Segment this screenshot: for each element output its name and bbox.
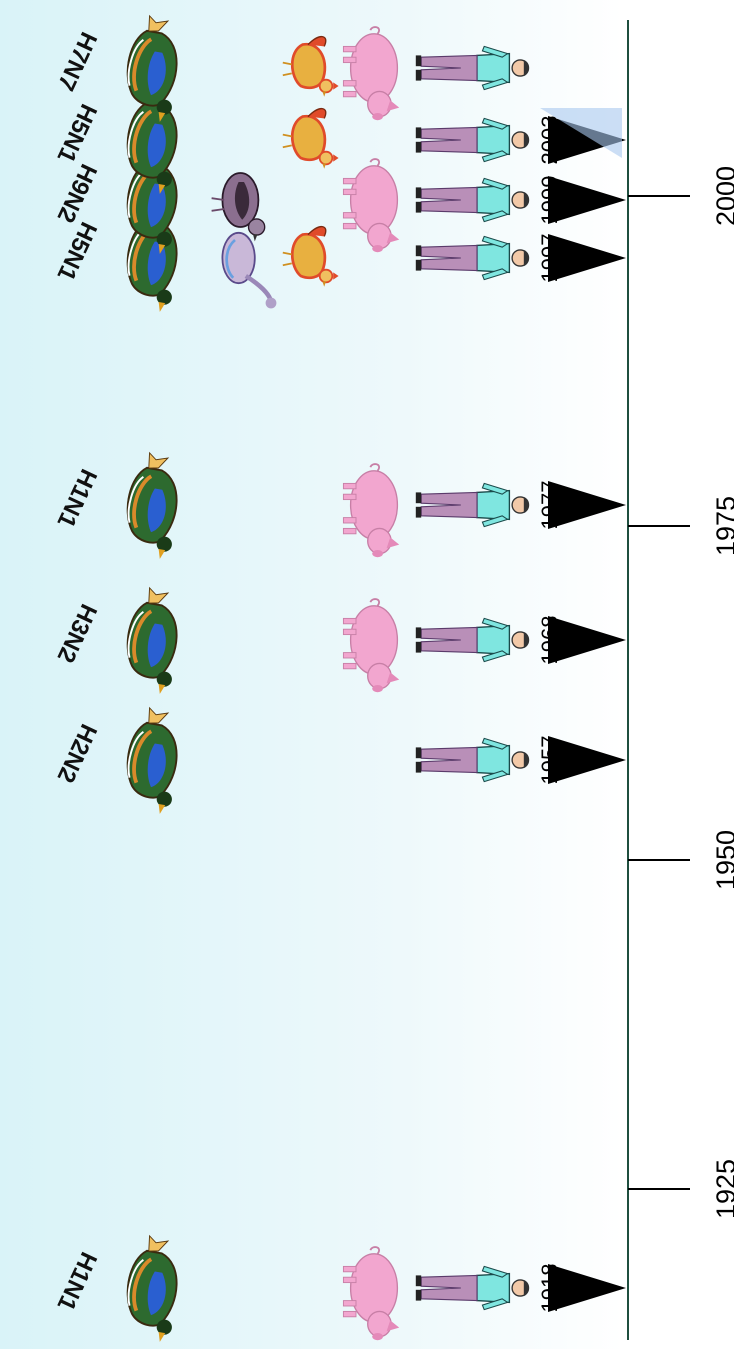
human-icon [415,617,530,663]
timeline-axis: 1925 1950 1975 2000 [627,20,734,1340]
pig-icon [342,598,400,693]
subtype-label: H7N7 [52,28,102,95]
human-icon [415,1265,530,1311]
marker-triangle-icon [540,108,622,158]
pig-icon [342,158,400,253]
event-year-label: 1977 [537,481,562,530]
subtype-label: H5N1 [52,100,102,167]
event-year-label: 1999 [537,176,562,225]
wild-bird-icon [221,231,277,309]
marker-triangle-icon [548,616,626,664]
event-year-label: 1997 [537,234,562,283]
event-group: 1918 H1N1 [52,1234,626,1342]
axis-tick-label: 1925 [711,1159,734,1219]
human-icon [415,45,530,91]
pig-icon [342,1246,400,1341]
chicken-icon [282,108,339,169]
marker-triangle-icon [548,1264,626,1312]
human-icon [415,482,530,528]
event-group: 1977 H1N1 [52,451,626,559]
subtype-label: H9N2 [52,160,102,227]
duck-icon [126,451,178,559]
subtype-label: H3N2 [52,600,102,667]
duck-icon [126,14,178,122]
duck-icon [126,86,178,194]
marker-triangle-icon [548,176,626,224]
human-icon [415,177,530,223]
axis-tick-label: 1950 [711,830,734,890]
marker-triangle-icon [548,234,626,282]
event-year-label: 1957 [537,736,562,785]
quail-icon [211,172,266,242]
axis-tick-label: 2000 [711,166,734,226]
subtype-label: H2N2 [52,720,102,787]
event-group: 1957 H2N2 [52,706,626,814]
event-year-label: 1918 [537,1264,562,1313]
event-year-label: 1968 [537,616,562,665]
duck-icon [126,586,178,694]
marker-triangle-icon [548,736,626,784]
duck-icon [126,1234,178,1342]
subtype-label: H5N1 [52,218,102,285]
pig-icon [342,26,400,121]
chicken-icon [282,226,339,287]
duck-icon [126,706,178,814]
event-group: 1999 H9N2 [52,146,626,254]
subtype-label: H1N1 [52,1248,102,1315]
axis-tick-label: 1975 [711,496,734,556]
marker-triangle-icon [548,116,626,164]
subtype-label: H1N1 [52,465,102,532]
event-group: 1997 H5N1 [52,204,626,312]
event-group: 1968 H3N2 [52,586,626,694]
event-year-label: 2003 [537,116,562,165]
human-icon [415,235,530,281]
pig-icon [342,463,400,558]
event-markers: 1918H1N11957H2N21968H3N21977H1N11997H5N1… [52,14,626,1342]
human-icon [415,737,530,783]
human-icon [415,117,530,163]
marker-triangle-icon [548,481,626,529]
chicken-icon [282,36,339,97]
